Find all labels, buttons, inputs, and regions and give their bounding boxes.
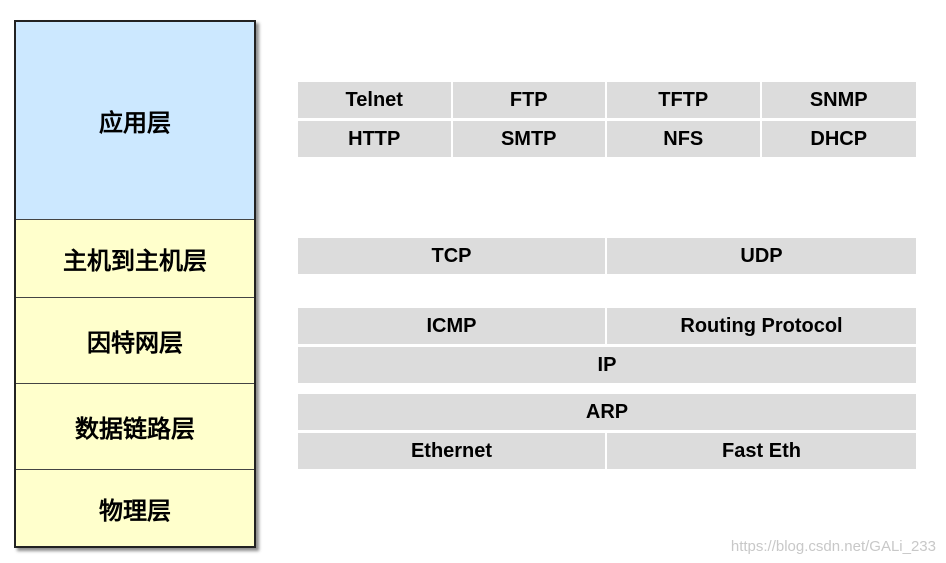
protocol-nfs: NFS <box>607 121 762 157</box>
datalink-protocols-row-1: ARP <box>298 394 916 430</box>
protocol-icmp: ICMP <box>298 308 607 344</box>
protocol-ethernet: Ethernet <box>298 433 607 469</box>
datalink-protocols-row-2: Ethernet Fast Eth <box>298 433 916 469</box>
protocol-routing: Routing Protocol <box>607 308 916 344</box>
layer-internet: 因特网层 <box>16 298 254 384</box>
protocol-arp: ARP <box>298 394 916 430</box>
protocol-smtp: SMTP <box>452 121 607 157</box>
protocol-dhcp: DHCP <box>761 121 916 157</box>
layer-stack: 应用层 主机到主机层 因特网层 数据链路层 物理层 <box>14 20 256 548</box>
protocol-udp: UDP <box>607 238 916 274</box>
watermark: https://blog.csdn.net/GALi_233 <box>730 538 936 555</box>
protocol-telnet: Telnet <box>298 82 453 118</box>
layer-data-link: 数据链路层 <box>16 384 254 470</box>
layer-physical: 物理层 <box>16 470 254 546</box>
internet-protocols-row-2: IP <box>298 347 916 383</box>
protocol-ip: IP <box>298 347 916 383</box>
internet-protocols-row-1: ICMP Routing Protocol <box>298 308 916 344</box>
layer-host-to-host: 主机到主机层 <box>16 220 254 298</box>
protocol-ftp: FTP <box>452 82 607 118</box>
protocol-tftp: TFTP <box>607 82 762 118</box>
protocol-http: HTTP <box>298 121 453 157</box>
protocol-tcp: TCP <box>298 238 607 274</box>
protocol-snmp: SNMP <box>761 82 916 118</box>
layer-application: 应用层 <box>16 22 254 220</box>
transport-protocols-row: TCP UDP <box>298 238 916 274</box>
application-protocols-row-1: Telnet FTP TFTP SNMP <box>298 82 916 118</box>
protocol-fast-eth: Fast Eth <box>607 433 916 469</box>
application-protocols-row-2: HTTP SMTP NFS DHCP <box>298 121 916 157</box>
